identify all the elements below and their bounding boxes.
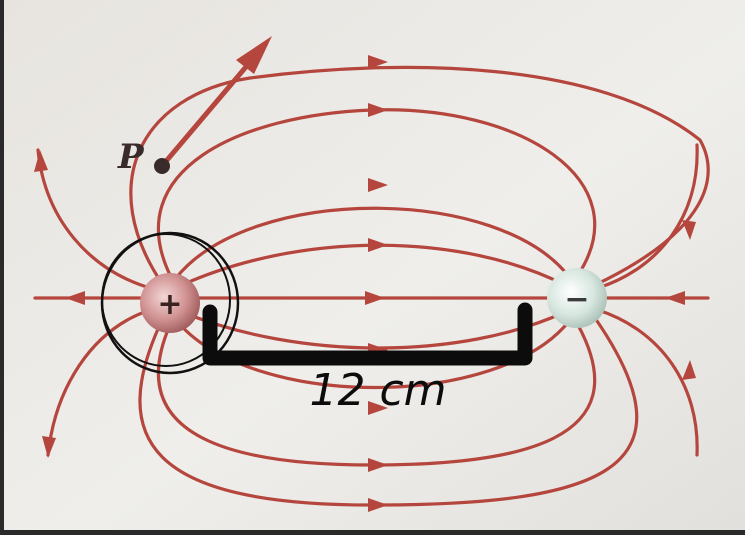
- arrowhead: [682, 360, 696, 380]
- arrowhead: [42, 436, 56, 458]
- arrowhead: [368, 238, 388, 252]
- distance-label: 12 cm: [309, 365, 446, 416]
- arrowhead: [368, 401, 388, 415]
- field-line-upper-4: [129, 65, 710, 287]
- point-p-dot: [154, 158, 170, 174]
- paper-background: [4, 0, 745, 530]
- arrowhead: [65, 291, 85, 305]
- arrowhead: [682, 220, 696, 240]
- arrowhead: [365, 291, 385, 305]
- arrowhead: [368, 103, 388, 117]
- field-line-right-upper: [596, 143, 699, 290]
- arrowhead: [368, 498, 388, 512]
- arrowhead: [665, 291, 685, 305]
- negative-charge: −: [547, 268, 607, 328]
- field-arrowheads: [34, 55, 696, 512]
- hand-drawn-circle-2: [101, 233, 231, 367]
- point-p-label: P: [117, 137, 145, 177]
- arrowhead: [368, 55, 388, 69]
- field-line-upper-2: [174, 206, 572, 280]
- negative-sign: −: [564, 282, 589, 317]
- field-vector-at-p: [159, 45, 265, 169]
- field-line-right-lower: [596, 308, 699, 457]
- positive-charge: +: [140, 273, 200, 333]
- arrowhead: [34, 150, 48, 172]
- arrowhead: [368, 458, 388, 472]
- arrowhead: [368, 178, 388, 192]
- field-line-left-lower: [46, 308, 152, 457]
- distance-bracket: [202, 302, 533, 366]
- positive-sign: +: [157, 287, 182, 322]
- field-line-left-upper: [36, 148, 152, 290]
- field-vector-arrowhead: [236, 36, 272, 74]
